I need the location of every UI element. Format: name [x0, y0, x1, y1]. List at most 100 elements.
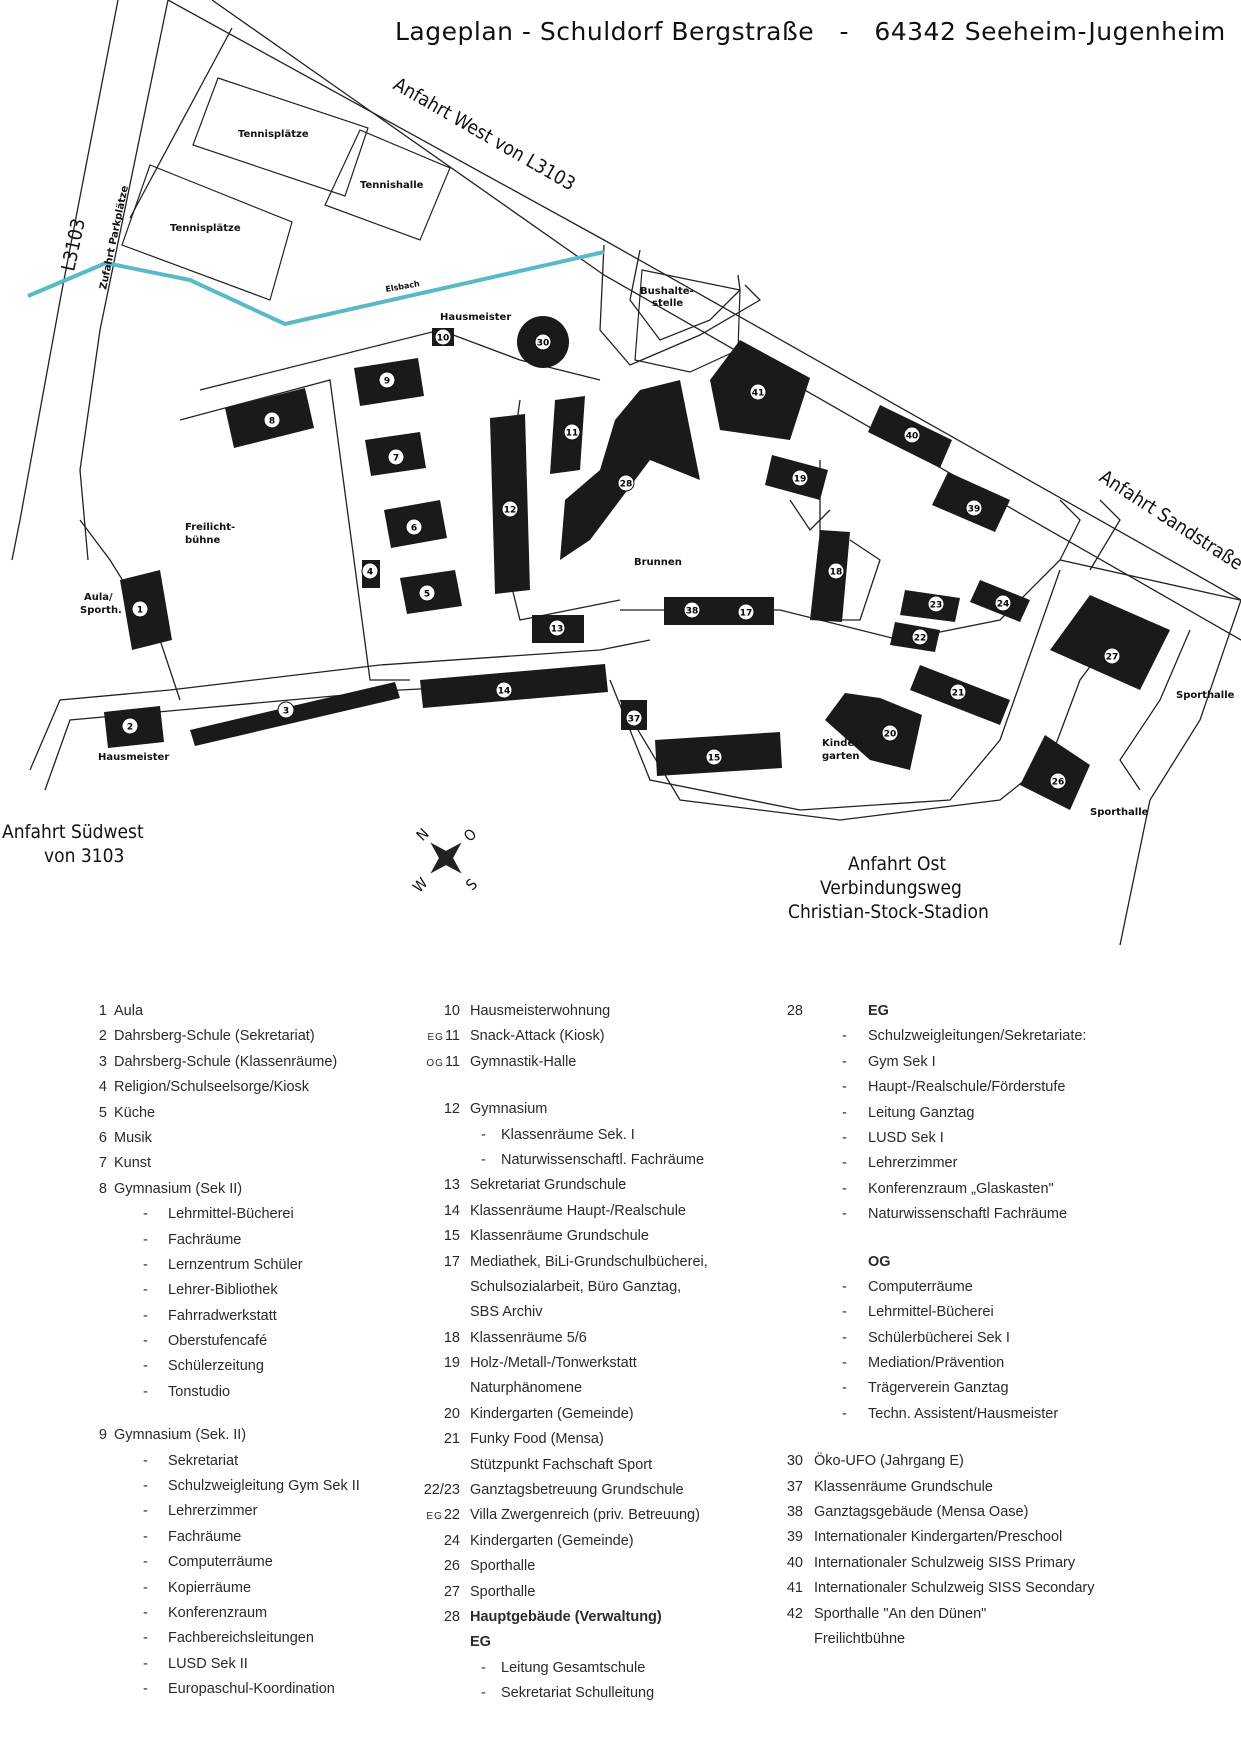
bullet-dash: - — [143, 1383, 148, 1400]
building-marker-20[interactable]: 20 — [881, 724, 899, 742]
building-marker-6[interactable]: 6 — [405, 518, 423, 536]
building-number: 2 — [127, 723, 133, 733]
bullet-dash: - — [143, 1307, 148, 1324]
building-marker-9[interactable]: 9 — [378, 371, 396, 389]
building-marker-1[interactable]: 1 — [131, 600, 149, 618]
legend-text: Fahrradwerkstatt — [168, 1307, 277, 1324]
building-marker-10[interactable]: 10 — [434, 328, 452, 346]
bullet-dash: - — [143, 1630, 148, 1647]
elsbach-stream — [27, 250, 605, 327]
building-marker-7[interactable]: 7 — [387, 448, 405, 466]
building-number: 21 — [952, 689, 965, 699]
building-marker-3[interactable]: 3 — [277, 701, 295, 719]
legend-text: Kunst — [114, 1155, 152, 1172]
label-aula-2: Sporth. — [80, 605, 122, 616]
building-marker-12[interactable]: 12 — [501, 500, 519, 518]
building-marker-27[interactable]: 27 — [1103, 647, 1121, 665]
legend-number-value: 3 — [98, 1053, 107, 1070]
building-number: 11 — [566, 429, 579, 439]
legend-text: Schülerzeitung — [168, 1358, 264, 1375]
legend-item: -Lehrer-Bibliothek — [0, 1278, 420, 1303]
legend-text: Europaschul-Koordination — [168, 1681, 335, 1698]
label-kindergarten-2: garten — [822, 751, 860, 762]
legend-number-value: 18 — [443, 1329, 460, 1346]
building-marker-38[interactable]: 38 — [683, 601, 701, 619]
building-marker-13[interactable]: 13 — [548, 619, 566, 637]
building-marker-37[interactable]: 37 — [625, 709, 643, 727]
legend-text: Öko-UFO (Jahrgang E) — [814, 1453, 964, 1470]
building-marker-5[interactable]: 5 — [418, 584, 436, 602]
building-number: 37 — [628, 715, 641, 725]
building-marker-23[interactable]: 23 — [927, 595, 945, 613]
legend-number-value: 22 — [443, 1507, 460, 1524]
legend-text: Dahrsberg-Schule (Klassenräume) — [114, 1053, 338, 1070]
legend-text: Tonstudio — [168, 1383, 231, 1400]
legend-item: -Sekretariat Schulleitung — [400, 1681, 800, 1706]
legend-number: 5 — [60, 1101, 107, 1126]
legend-number-value: 24 — [443, 1532, 460, 1549]
building-marker-circle — [501, 500, 519, 518]
legend-text: Gymnasium (Sek. II) — [114, 1427, 247, 1444]
label-freilicht-1: Freilicht- — [185, 522, 235, 533]
legend-number: EG22 — [400, 1503, 460, 1529]
building-marker-40[interactable]: 40 — [903, 426, 921, 444]
floor-tag: EG — [426, 1511, 443, 1523]
legend-text: Gymnasium (Sek II) — [114, 1180, 243, 1197]
building-marker-4[interactable]: 4 — [361, 562, 379, 580]
legend-number: 39 — [760, 1525, 803, 1550]
bullet-dash: - — [481, 1126, 486, 1143]
bullet-dash: - — [842, 1028, 847, 1045]
legend-text: Internationaler Schulzweig SISS Secondar… — [814, 1580, 1095, 1597]
building-marker-18[interactable]: 18 — [827, 562, 845, 580]
legend-number-value: 20 — [443, 1405, 460, 1422]
building-marker-11[interactable]: 11 — [563, 423, 581, 441]
building-number: 4 — [367, 568, 373, 578]
building-marker-21[interactable]: 21 — [949, 683, 967, 701]
legend-text: Lehrmittel-Bücherei — [168, 1206, 294, 1223]
legend-text: Sekretariat Grundschule — [470, 1177, 627, 1194]
building-marker-26[interactable]: 26 — [1049, 772, 1067, 790]
legend-text: Sporthalle — [470, 1583, 536, 1600]
bullet-dash: - — [842, 1304, 847, 1321]
compass-n: N — [413, 825, 433, 845]
building-marker-14[interactable]: 14 — [495, 681, 513, 699]
building-number: 14 — [498, 687, 511, 697]
legend-text: Klassenräume Haupt-/Realschule — [470, 1202, 686, 1219]
building-marker-8[interactable]: 8 — [263, 411, 281, 429]
building-marker-2[interactable]: 2 — [121, 717, 139, 735]
building-marker-24[interactable]: 24 — [994, 594, 1012, 612]
legend-item: 18 Klassenräume 5/6 — [400, 1326, 800, 1351]
building-marker-17[interactable]: 17 — [737, 603, 755, 621]
building-marker-19[interactable]: 19 — [791, 469, 809, 487]
building-marker-28[interactable]: 28 — [617, 474, 635, 492]
building-number: 18 — [830, 568, 843, 578]
legend-text: Lehrer-Bibliothek — [168, 1282, 278, 1299]
label-ost-3: Christian-Stock-Stadion — [788, 901, 989, 923]
legend-text: Lernzentrum Schüler — [168, 1256, 303, 1273]
building-marker-41[interactable]: 41 — [749, 383, 767, 401]
bullet-dash: - — [143, 1478, 148, 1495]
building-marker-circle — [378, 371, 396, 389]
legend-text: Lehrerzimmer — [168, 1503, 258, 1520]
label-hausmeister-bottom: Hausmeister — [98, 752, 169, 763]
legend-text: Klassenräume 5/6 — [470, 1329, 587, 1346]
building-marker-39[interactable]: 39 — [965, 499, 983, 517]
label-elsbach: Elsbach — [385, 279, 421, 294]
building-marker-30[interactable]: 30 — [534, 333, 552, 351]
legend-item: -Lehrmittel-Bücherei — [760, 1300, 1240, 1325]
building-number: 28 — [620, 480, 633, 490]
building-marker-22[interactable]: 22 — [911, 628, 929, 646]
legend-number-value: 40 — [786, 1554, 803, 1571]
legend-text: Konferenzraum „Glaskasten" — [868, 1180, 1054, 1197]
legend-number-value: 10 — [443, 1003, 460, 1019]
building-marker-15[interactable]: 15 — [705, 748, 723, 766]
legend-number: 15 — [400, 1224, 460, 1249]
legend-number-value: 11 — [444, 1053, 460, 1070]
